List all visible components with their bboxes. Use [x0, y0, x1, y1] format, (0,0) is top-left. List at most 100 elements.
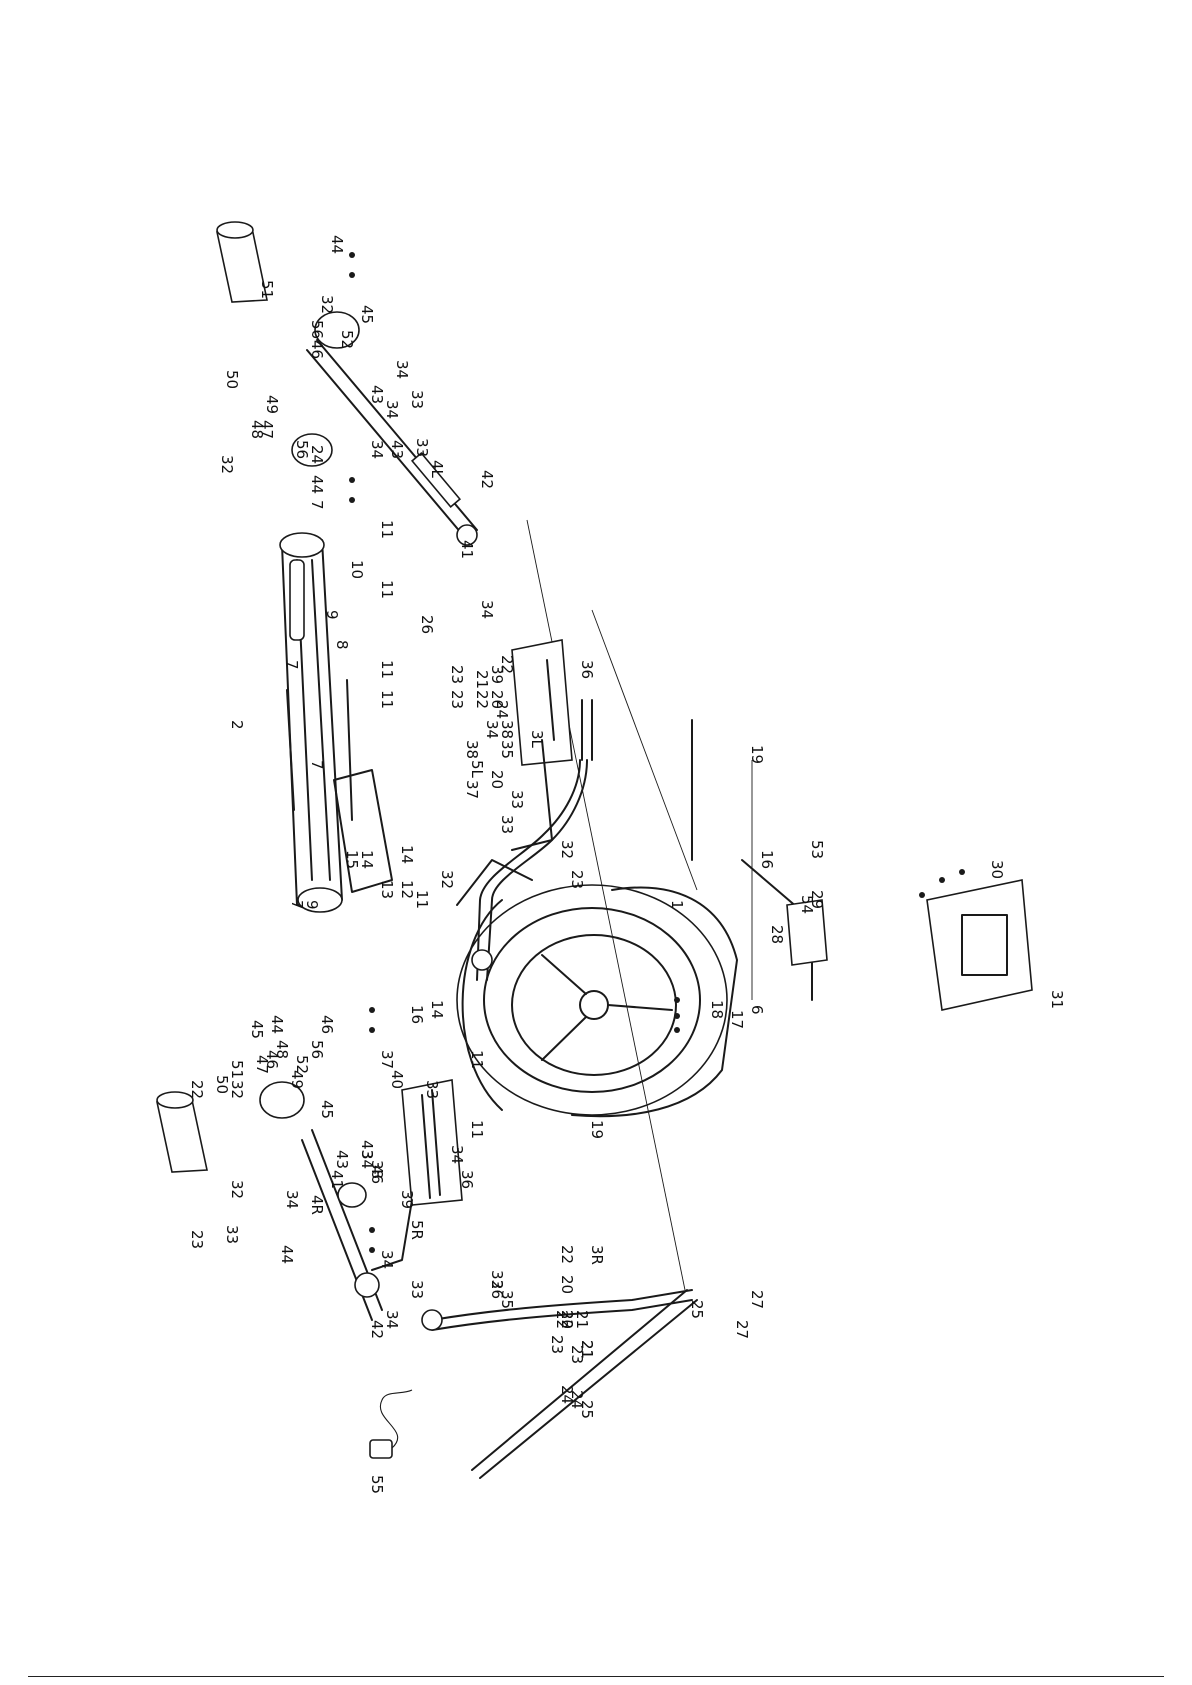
part-label-42: 42 — [368, 1320, 386, 1339]
part-label-22: 22 — [558, 1310, 576, 1329]
part-label-11: 11 — [468, 1120, 486, 1139]
part-label-46: 46 — [318, 1015, 336, 1034]
part-label-45: 45 — [248, 1020, 266, 1039]
part-label-24: 24 — [558, 1385, 576, 1404]
part-label-43: 43 — [358, 1140, 376, 1159]
part-label-38: 38 — [498, 720, 516, 739]
part-label-48: 48 — [273, 1040, 291, 1059]
part-label-36: 36 — [458, 1170, 476, 1189]
part-label-35: 35 — [498, 1290, 516, 1309]
part-label-29: 29 — [808, 890, 826, 909]
page-bottom-rule — [28, 1676, 1164, 1677]
part-label-9: 9 — [323, 610, 341, 620]
part-label-23: 23 — [568, 1345, 586, 1364]
part-label-25: 25 — [578, 1400, 596, 1419]
part-label-19: 19 — [748, 745, 766, 764]
part-label-24: 24 — [568, 1390, 586, 1409]
part-label-16: 16 — [408, 1005, 426, 1024]
part-label-37: 37 — [463, 780, 481, 799]
part-label-11: 11 — [413, 890, 431, 909]
part-label-52: 52 — [338, 330, 356, 349]
part-label-37: 37 — [378, 1050, 396, 1069]
handlebar-left — [471, 699, 693, 981]
part-label-49: 49 — [288, 1070, 306, 1089]
part-label-40: 40 — [388, 1070, 406, 1089]
part-label-22: 22 — [553, 1310, 571, 1329]
hardware — [349, 252, 680, 1253]
part-label-11: 11 — [378, 580, 396, 599]
part-label-43: 43 — [388, 440, 406, 459]
part-label-32: 32 — [438, 870, 456, 889]
part-label-15: 15 — [343, 850, 361, 869]
part-label-46: 46 — [263, 1050, 281, 1069]
part-label-56: 56 — [308, 320, 326, 339]
part-label-5R: 5R — [408, 1220, 426, 1240]
part-label-28: 28 — [768, 925, 786, 944]
part-label-34: 34 — [358, 1150, 376, 1169]
part-label-8: 8 — [333, 640, 351, 650]
part-label-7: 7 — [288, 900, 306, 910]
part-label-27: 27 — [733, 1320, 751, 1339]
part-label-47: 47 — [253, 1055, 271, 1074]
part-label-34: 34 — [383, 400, 401, 419]
part-label-26: 26 — [488, 1280, 506, 1299]
part-label-21: 21 — [573, 1310, 591, 1329]
part-label-23: 23 — [548, 1335, 566, 1354]
front-stabilizer — [279, 532, 353, 913]
part-label-11: 11 — [378, 660, 396, 679]
part-label-12: 12 — [398, 880, 416, 899]
part-label-41: 41 — [328, 1170, 346, 1189]
part-label-22: 22 — [473, 690, 491, 709]
part-label-55: 55 — [368, 1475, 386, 1494]
part-label-10: 10 — [348, 560, 366, 579]
foot-plate-right — [371, 1079, 463, 1271]
part-label-4L: 4L — [428, 460, 446, 479]
part-label-7: 7 — [308, 500, 326, 510]
part-label-23: 23 — [448, 690, 466, 709]
part-label-3R: 3R — [588, 1245, 606, 1265]
part-label-11: 11 — [378, 520, 396, 539]
part-label-44: 44 — [308, 475, 326, 494]
part-label-34: 34 — [383, 1310, 401, 1329]
part-label-38: 38 — [463, 740, 481, 759]
part-label-46: 46 — [308, 340, 326, 359]
part-label-39: 39 — [488, 665, 506, 684]
part-label-14: 14 — [398, 845, 416, 864]
part-label-33: 33 — [408, 390, 426, 409]
part-label-32: 32 — [558, 840, 576, 859]
part-label-32: 32 — [218, 455, 236, 474]
part-label-45: 45 — [358, 305, 376, 324]
part-label-24: 24 — [493, 700, 511, 719]
part-label-44: 44 — [278, 1245, 296, 1264]
part-label-30: 30 — [988, 860, 1006, 879]
part-label-33: 33 — [408, 1280, 426, 1299]
part-number-labels: 123L3R4L4R5L5R67777899101111111111111112… — [188, 235, 1066, 1494]
part-label-33: 33 — [508, 790, 526, 809]
console-bracket — [786, 899, 828, 966]
part-label-46: 46 — [368, 1165, 386, 1184]
part-label-32: 32 — [228, 1180, 246, 1199]
part-label-23: 23 — [448, 665, 466, 684]
part-label-56: 56 — [293, 440, 311, 459]
part-label-1: 1 — [668, 900, 686, 910]
pedal-arm-right — [156, 1081, 383, 1321]
part-label-36: 36 — [578, 660, 596, 679]
flywheel-housing — [456, 859, 738, 1118]
part-label-34: 34 — [483, 720, 501, 739]
part-label-3L: 3L — [528, 730, 546, 749]
part-label-23: 23 — [188, 1230, 206, 1249]
part-label-2: 2 — [228, 720, 246, 730]
part-label-32: 32 — [318, 295, 336, 314]
handlebar-right — [421, 1289, 698, 1479]
part-label-24: 24 — [308, 445, 326, 464]
part-label-26: 26 — [418, 615, 436, 634]
part-label-17: 17 — [728, 1010, 746, 1029]
part-label-21: 21 — [578, 1340, 596, 1359]
part-label-7: 7 — [308, 760, 326, 770]
part-label-34: 34 — [478, 600, 496, 619]
part-label-9: 9 — [303, 900, 321, 910]
part-label-51: 51 — [228, 1060, 246, 1079]
part-label-14: 14 — [428, 1000, 446, 1019]
